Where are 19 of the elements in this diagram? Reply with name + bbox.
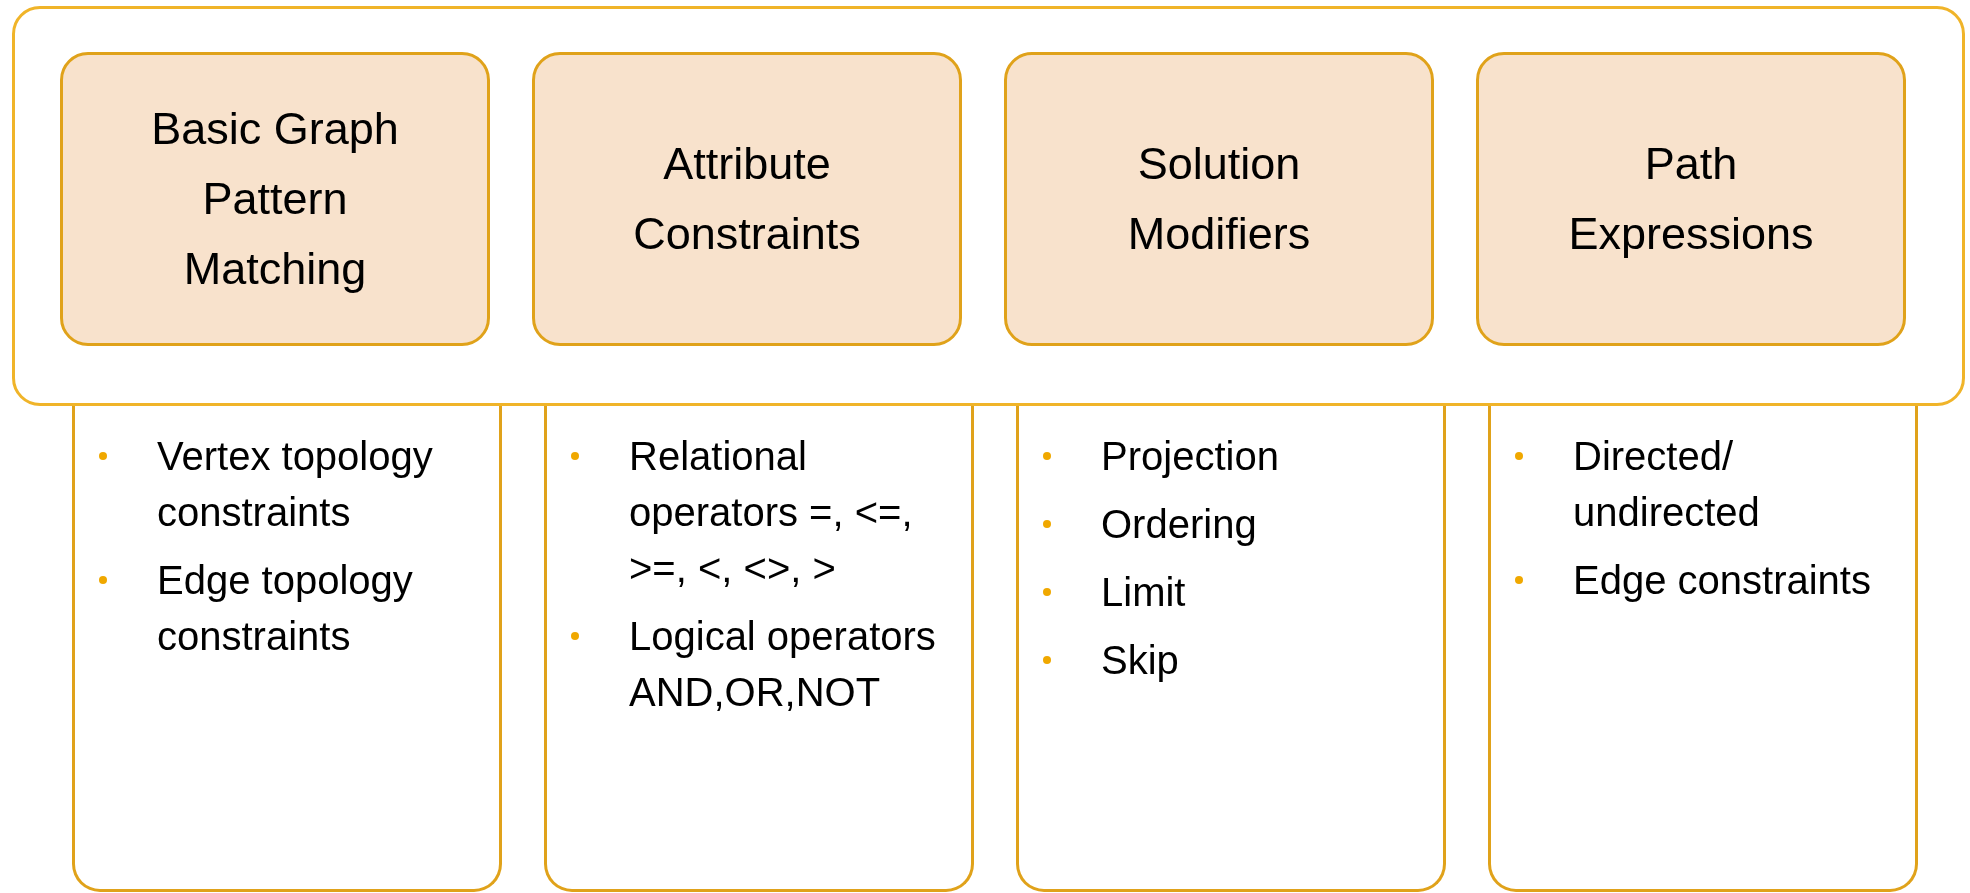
header-box: Attribute Constraints: [532, 52, 962, 346]
bullet-card: [72, 406, 502, 892]
header-box: Basic Graph Pattern Matching: [60, 52, 490, 346]
bullet-item: Logical operators AND,OR,NOT: [629, 613, 937, 716]
header-box: Solution Modifiers: [1004, 52, 1434, 346]
bullet-card: [1488, 406, 1918, 892]
rounded-panel: [12, 6, 1965, 406]
bullet-item: Vertex topology constraints: [157, 433, 434, 536]
header-box: Path Expressions: [1476, 52, 1906, 346]
bullet-item: Directed/ undirected: [1573, 433, 1761, 536]
bullet-card: [544, 406, 974, 892]
bullet-item: Skip: [1101, 637, 1180, 684]
bullet-card: [1016, 406, 1446, 892]
bullet-item: Edge constraints: [1573, 557, 1872, 604]
bullet-item: Projection: [1101, 433, 1280, 480]
bullet-item: Limit: [1101, 569, 1187, 616]
bullet-item: Relational operators =, <=, >=, <, <>, >: [629, 433, 914, 592]
bullet-item: Ordering: [1101, 501, 1258, 548]
bullet-item: Edge topology constraints: [157, 557, 414, 660]
